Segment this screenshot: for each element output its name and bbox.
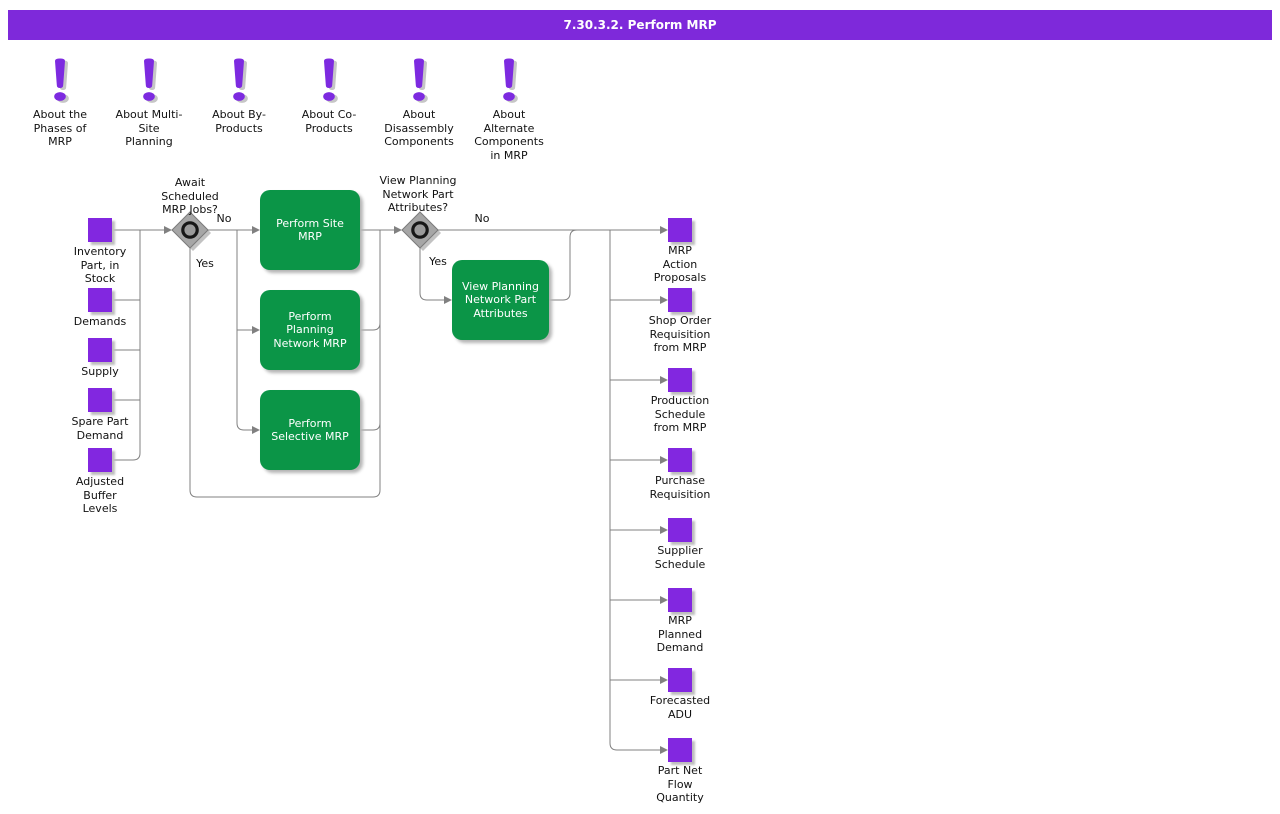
- info-link-label: About By- Products: [212, 108, 266, 135]
- info-link-about-co-products[interactable]: About Co- Products: [274, 58, 384, 135]
- output-node-shop-order-requisition-from-mrp[interactable]: [668, 288, 692, 312]
- exclamation-icon: [143, 58, 158, 103]
- decision-yes-label: Yes: [429, 255, 447, 268]
- decision-view-planning-network-part-attributes[interactable]: [401, 211, 441, 251]
- input-node-supply[interactable]: [88, 338, 112, 362]
- input-label: Inventory Part, in Stock: [73, 245, 127, 285]
- input-label: Supply: [81, 365, 119, 378]
- info-link-about-disassembly-components[interactable]: About Disassembly Components: [364, 58, 474, 149]
- output-node-mrp-action-proposals[interactable]: [668, 218, 692, 242]
- info-link-about-alternate-components[interactable]: About Alternate Components in MRP: [454, 58, 564, 162]
- output-node-purchase-requisition[interactable]: [668, 448, 692, 472]
- decision-question: View Planning Network Part Attributes?: [379, 174, 457, 214]
- output-node-production-schedule-from-mrp[interactable]: [668, 368, 692, 392]
- arrowheads: [164, 226, 668, 754]
- exclamation-icon: [413, 58, 428, 103]
- input-node-demands[interactable]: [88, 288, 112, 312]
- info-link-label: About Co- Products: [301, 108, 357, 135]
- decision-question: Await Scheduled MRP Jobs?: [161, 176, 219, 216]
- input-node-adjusted-buffer-levels[interactable]: [88, 448, 112, 472]
- info-link-about-multi-site-planning[interactable]: About Multi- Site Planning: [94, 58, 204, 149]
- output-label: MRP Planned Demand: [656, 614, 704, 654]
- activity-perform-planning-network-mrp[interactable]: Perform Planning Network MRP: [260, 290, 360, 370]
- input-node-inventory-part-in-stock[interactable]: [88, 218, 112, 242]
- output-node-part-net-flow-quantity[interactable]: [668, 738, 692, 762]
- decision-yes-label: Yes: [196, 257, 214, 270]
- info-link-label: About the Phases of MRP: [32, 108, 88, 148]
- title-bar: 7.30.3.2. Perform MRP: [8, 10, 1272, 40]
- input-label: Spare Part Demand: [71, 415, 129, 442]
- exclamation-icon: [323, 58, 338, 103]
- output-node-forecasted-adu[interactable]: [668, 668, 692, 692]
- output-label: Shop Order Requisition from MRP: [648, 314, 712, 354]
- output-label: Forecasted ADU: [649, 694, 711, 721]
- output-label: Supplier Schedule: [654, 544, 706, 571]
- output-node-mrp-planned-demand[interactable]: [668, 588, 692, 612]
- info-link-label: About Multi- Site Planning: [115, 108, 183, 148]
- input-node-spare-part-demand[interactable]: [88, 388, 112, 412]
- input-label: Demands: [73, 315, 127, 328]
- info-link-about-phases-of-mrp[interactable]: About the Phases of MRP: [5, 58, 115, 149]
- info-link-label: About Disassembly Components: [384, 108, 454, 148]
- output-label: Purchase Requisition: [649, 474, 711, 501]
- decision-await-scheduled-mrp-jobs[interactable]: [171, 211, 211, 251]
- activity-view-planning-network-part-attributes[interactable]: View Planning Network Part Attributes: [452, 260, 549, 340]
- decision-no-label: No: [216, 212, 232, 225]
- activity-perform-selective-mrp[interactable]: Perform Selective MRP: [260, 390, 360, 470]
- exclamation-icon: [233, 58, 248, 103]
- exclamation-icon: [503, 58, 518, 103]
- decision-no-label: No: [474, 212, 490, 225]
- output-label: MRP Action Proposals: [653, 244, 707, 284]
- activity-perform-site-mrp[interactable]: Perform Site MRP: [260, 190, 360, 270]
- page-title: 7.30.3.2. Perform MRP: [563, 18, 717, 32]
- output-label: Production Schedule from MRP: [650, 394, 710, 434]
- exclamation-icon: [54, 58, 69, 103]
- output-label: Part Net Flow Quantity: [656, 764, 704, 804]
- info-link-label: About Alternate Components in MRP: [474, 108, 544, 162]
- output-node-supplier-schedule[interactable]: [668, 518, 692, 542]
- input-label: Adjusted Buffer Levels: [75, 475, 125, 515]
- info-link-about-by-products[interactable]: About By- Products: [184, 58, 294, 135]
